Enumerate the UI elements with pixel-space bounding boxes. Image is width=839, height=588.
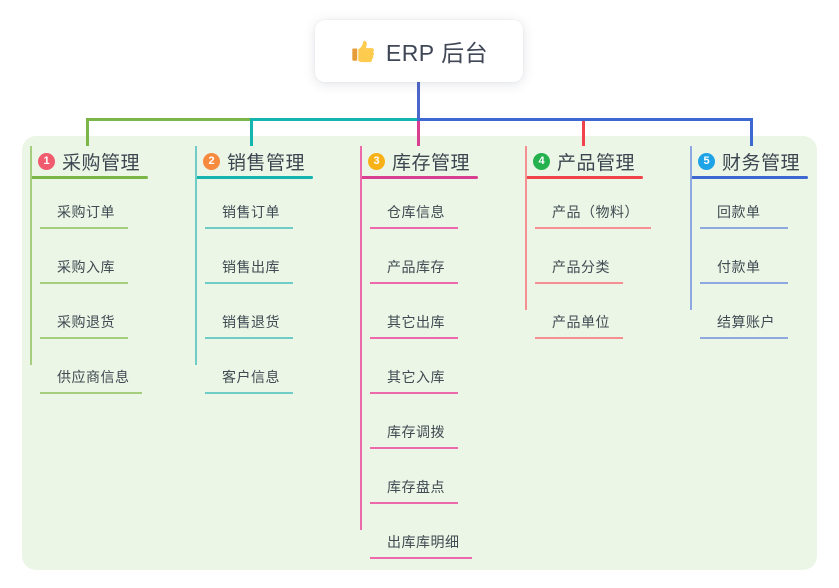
child-node[interactable]: 产品（物料） bbox=[535, 179, 651, 229]
connector-horizontal-left bbox=[86, 118, 252, 121]
child-node[interactable]: 其它出库 bbox=[370, 284, 458, 339]
branch-purchase: 1 采购管理 采购订单 采购入库 采购退货 供应商信息 bbox=[30, 146, 148, 394]
branch-purchase-header[interactable]: 1 采购管理 bbox=[30, 148, 148, 174]
branch-number-badge: 3 bbox=[368, 152, 385, 170]
child-node[interactable]: 产品库存 bbox=[370, 229, 458, 284]
child-label: 仓库信息 bbox=[387, 204, 445, 220]
branch-number-badge: 1 bbox=[38, 152, 55, 170]
child-node[interactable]: 库存盘点 bbox=[370, 449, 458, 504]
branch-underline bbox=[690, 176, 808, 179]
child-label: 采购退货 bbox=[57, 314, 115, 330]
branch-label: 库存管理 bbox=[392, 152, 471, 174]
branch-product-header[interactable]: 4 产品管理 bbox=[525, 148, 643, 174]
child-label: 销售订单 bbox=[222, 204, 280, 220]
branch-label: 采购管理 bbox=[62, 152, 141, 174]
root-node[interactable]: ERP 后台 bbox=[315, 20, 523, 82]
branch-sales: 2 销售管理 销售订单 销售出库 销售退货 客户信息 bbox=[195, 146, 313, 394]
branch-underline bbox=[360, 176, 478, 179]
child-node[interactable]: 库存调拨 bbox=[370, 394, 458, 449]
child-label: 其它入库 bbox=[387, 369, 445, 385]
child-label: 付款单 bbox=[717, 259, 761, 275]
child-node[interactable]: 产品单位 bbox=[535, 284, 623, 339]
child-label: 出库库明细 bbox=[387, 534, 460, 550]
child-label: 产品库存 bbox=[387, 259, 445, 275]
child-node[interactable]: 结算账户 bbox=[700, 284, 788, 339]
child-node[interactable]: 出库库明细 bbox=[370, 504, 472, 559]
branch-number-badge: 2 bbox=[203, 152, 220, 170]
child-label: 其它出库 bbox=[387, 314, 445, 330]
child-label: 采购订单 bbox=[57, 204, 115, 220]
child-label: 采购入库 bbox=[57, 259, 115, 275]
child-node[interactable]: 其它入库 bbox=[370, 339, 458, 394]
connector-root-vertical bbox=[417, 82, 420, 121]
connector-drop-inventory bbox=[417, 121, 420, 146]
branch-number-badge: 4 bbox=[533, 152, 550, 170]
branch-finance: 5 财务管理 回款单 付款单 结算账户 bbox=[690, 146, 808, 339]
branch-children-line bbox=[195, 146, 197, 365]
child-node[interactable]: 采购入库 bbox=[40, 229, 128, 284]
root-node-label: ERP 后台 bbox=[385, 40, 489, 66]
branch-product: 4 产品管理 产品（物料） 产品分类 产品单位 bbox=[525, 146, 651, 339]
branch-underline bbox=[30, 176, 148, 179]
child-node[interactable]: 仓库信息 bbox=[370, 179, 458, 229]
child-node[interactable]: 付款单 bbox=[700, 229, 788, 284]
connector-horizontal-right bbox=[417, 118, 753, 121]
child-node[interactable]: 客户信息 bbox=[205, 339, 293, 394]
branch-inventory: 3 库存管理 仓库信息 产品库存 其它出库 其它入库 库存调拨 库存盘点 出库库… bbox=[360, 146, 478, 559]
child-node[interactable]: 回款单 bbox=[700, 179, 788, 229]
connector-drop-sales bbox=[250, 118, 253, 146]
child-node[interactable]: 采购退货 bbox=[40, 284, 128, 339]
connector-drop-purchase bbox=[86, 118, 89, 146]
child-label: 库存盘点 bbox=[387, 479, 445, 495]
child-node[interactable]: 销售出库 bbox=[205, 229, 293, 284]
child-label: 结算账户 bbox=[717, 314, 775, 330]
child-label: 销售出库 bbox=[222, 259, 280, 275]
branches-panel bbox=[22, 136, 817, 570]
branch-label: 销售管理 bbox=[227, 152, 306, 174]
child-node[interactable]: 产品分类 bbox=[535, 229, 623, 284]
branch-underline bbox=[525, 176, 643, 179]
child-node[interactable]: 供应商信息 bbox=[40, 339, 142, 394]
child-label: 销售退货 bbox=[222, 314, 280, 330]
child-node[interactable]: 销售订单 bbox=[205, 179, 293, 229]
child-label: 产品单位 bbox=[552, 314, 610, 330]
branch-children-line bbox=[690, 146, 692, 310]
connector-drop-finance bbox=[750, 118, 753, 146]
child-node[interactable]: 采购订单 bbox=[40, 179, 128, 229]
branch-label: 产品管理 bbox=[557, 152, 636, 174]
child-node[interactable]: 销售退货 bbox=[205, 284, 293, 339]
branch-children-line bbox=[30, 146, 32, 365]
branch-label: 财务管理 bbox=[722, 152, 801, 174]
connector-horizontal-mid bbox=[250, 118, 419, 121]
branch-finance-header[interactable]: 5 财务管理 bbox=[690, 148, 808, 174]
child-label: 供应商信息 bbox=[57, 369, 130, 385]
branch-children-line bbox=[360, 146, 362, 530]
child-label: 回款单 bbox=[717, 204, 761, 220]
branch-number-badge: 5 bbox=[698, 152, 715, 170]
connector-drop-product bbox=[582, 121, 585, 146]
child-label: 产品分类 bbox=[552, 259, 610, 275]
branch-children-line bbox=[525, 146, 527, 310]
child-label: 库存调拨 bbox=[387, 424, 445, 440]
branch-underline bbox=[195, 176, 313, 179]
branch-sales-header[interactable]: 2 销售管理 bbox=[195, 148, 313, 174]
child-label: 客户信息 bbox=[222, 369, 280, 385]
branch-inventory-header[interactable]: 3 库存管理 bbox=[360, 148, 478, 174]
thumbs-up-icon bbox=[350, 38, 376, 64]
child-label: 产品（物料） bbox=[552, 204, 639, 220]
